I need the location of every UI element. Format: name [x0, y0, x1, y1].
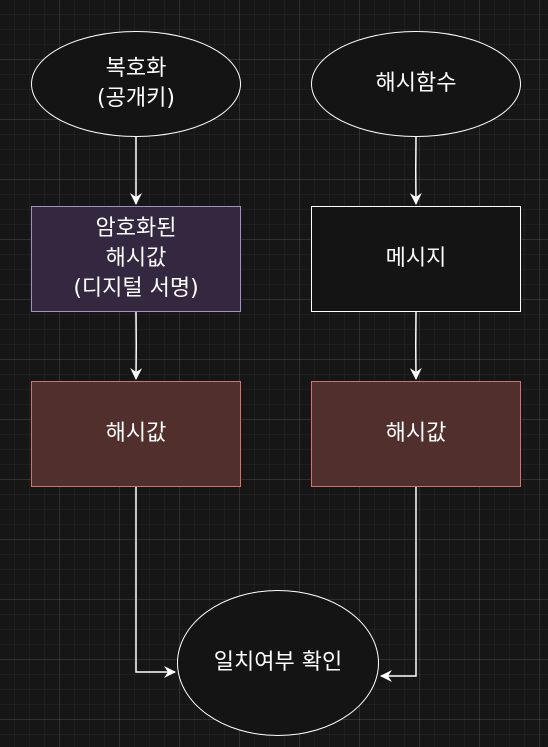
hash-function-node-label: 해시함수: [375, 71, 457, 96]
hash-value-left-node[interactable]: 해시값: [31, 381, 241, 487]
decrypt-node-label: 복호화 (공개키): [97, 56, 175, 111]
edge-hash-left-to-verify: [135, 487, 176, 678]
encrypted-hash-node-label: 암호화된 해시값 (디지털 서명): [73, 216, 199, 301]
hash-value-left-label: 해시값: [105, 421, 167, 446]
hash-function-node[interactable]: 해시함수: [311, 31, 521, 137]
hash-value-right-label: 해시값: [385, 421, 447, 446]
verify-match-node-label: 일치여부 확인: [213, 650, 343, 675]
encrypted-hash-node[interactable]: 암호화된 해시값 (디지털 서명): [31, 206, 241, 312]
message-node[interactable]: 메시지: [311, 206, 521, 312]
edge-hash-right-to-verify: [380, 487, 417, 682]
decrypt-public-key-node[interactable]: 복호화 (공개키): [31, 31, 241, 137]
verify-match-node[interactable]: 일치여부 확인: [177, 590, 379, 736]
hash-value-right-node[interactable]: 해시값: [311, 381, 521, 487]
message-node-label: 메시지: [385, 246, 447, 271]
